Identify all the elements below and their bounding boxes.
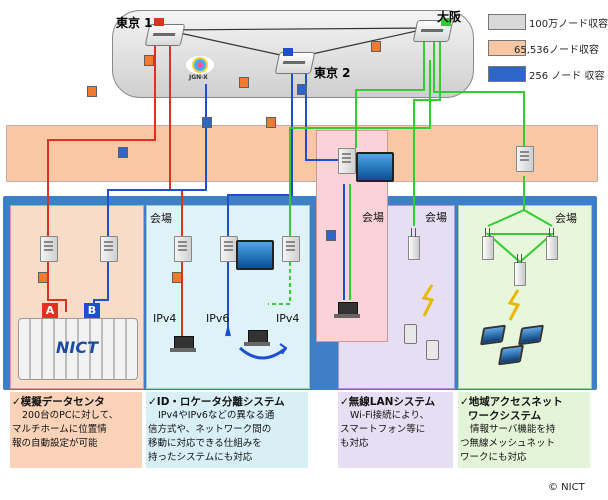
node-65536-2 xyxy=(87,86,97,97)
ap-wlan xyxy=(408,228,420,260)
router-tokyo1-accent xyxy=(154,18,164,26)
node-256-1 xyxy=(202,117,212,128)
legend-swatch-blue xyxy=(488,66,526,82)
caption-line: 信方式や、ネットワーク間の xyxy=(148,424,272,435)
proto-label-ipv4-left: IPv4 xyxy=(153,312,177,325)
laptop-venue-pink xyxy=(334,302,360,322)
server-idloc-green xyxy=(282,236,300,262)
monitor-venue-pink xyxy=(356,152,394,182)
caption-line: マルチホームに位置情 xyxy=(12,424,107,435)
router-tokyo2-accent xyxy=(283,48,293,56)
proto-label-ipv6: IPv6 xyxy=(206,312,230,325)
proto-label-ipv4-right: IPv4 xyxy=(276,312,300,325)
caption-panel-regional xyxy=(458,392,590,468)
venue-label-4: 会場 xyxy=(555,212,577,225)
node-65536-6 xyxy=(38,272,48,283)
caption-panel-idloc xyxy=(146,392,308,468)
caption-line: 持ったシステムにも対応 xyxy=(148,452,253,463)
legend-label-blue: 256 ノード 収容 xyxy=(529,71,605,82)
tag-b: B xyxy=(84,303,100,318)
caption-regional: ✓地域アクセスネット ワークシステム 情報サーバ機能を持 つ無線メッシュネット … xyxy=(460,395,588,465)
caption-idloc: ✓ID・ロケータ分離システム IPv4やIPv6などの異なる通 信方式や、ネット… xyxy=(148,395,306,465)
ap-mesh-left xyxy=(482,228,494,260)
caption-panel-datacenter xyxy=(10,392,142,468)
regional-band xyxy=(6,125,598,182)
venue-label-2: 会場 xyxy=(362,211,384,224)
router-tokyo2[interactable] xyxy=(274,52,316,74)
jgnx-logo-text: JGN-X xyxy=(189,74,208,81)
server-venue-pink xyxy=(338,148,356,174)
label-osaka: 大阪 xyxy=(437,10,462,24)
caption-line: も対応 xyxy=(340,438,369,449)
caption-line: スマートフォン等に xyxy=(340,424,426,435)
copyright: © NICT xyxy=(548,482,585,493)
datacenter-rack-cluster xyxy=(18,318,138,380)
caption-title: ✓ID・ロケータ分離システム xyxy=(148,396,285,408)
legend-swatch-orange xyxy=(488,40,526,56)
legend-swatch-gray xyxy=(488,14,526,30)
caption-line: 情報サーバ機能を持 xyxy=(470,424,556,435)
legend-label-gray: 100万ノード収容 xyxy=(529,19,608,30)
caption-line: 報の自動設定が可能 xyxy=(12,438,98,449)
server-regional xyxy=(516,146,534,172)
tag-a: A xyxy=(42,303,58,318)
ap-mesh-right xyxy=(546,228,558,260)
server-idloc-red xyxy=(174,236,192,262)
node-256-4 xyxy=(326,230,336,241)
node-65536-1 xyxy=(144,55,154,66)
legend-label-orange: 65,536ノード収容 xyxy=(514,45,599,56)
node-65536-4 xyxy=(371,41,381,52)
node-256-3 xyxy=(297,84,307,95)
venue-label-3: 会場 xyxy=(425,211,447,224)
nict-logo: NICT xyxy=(56,338,98,357)
node-65536-7 xyxy=(172,272,182,283)
caption-panel-wlan xyxy=(338,392,453,468)
caption-line: IPv4やIPv6などの異なる通 xyxy=(158,410,275,421)
node-256-2 xyxy=(118,147,128,158)
smartphone-1 xyxy=(404,324,417,344)
server-dc-blue xyxy=(100,236,118,262)
caption-title: ✓無線LANシステム xyxy=(340,396,436,408)
laptop-ipv6 xyxy=(244,330,270,350)
ap-mesh-bottom xyxy=(514,254,526,286)
server-dc-red xyxy=(40,236,58,262)
caption-title: ✓地域アクセスネット xyxy=(460,396,563,408)
caption-title: ✓模擬データセンタ xyxy=(12,396,105,408)
laptop-ipv4-left xyxy=(170,336,196,356)
caption-wlan: ✓無線LANシステム Wi-Fi接続により、 スマートフォン等に も対応 xyxy=(340,395,451,451)
label-tokyo1: 東京 1 xyxy=(116,16,153,30)
node-65536-3 xyxy=(239,77,249,88)
caption-datacenter: ✓模擬データセンタ 200台のPCに対して、 マルチホームに位置情 報の自動設定… xyxy=(12,395,140,451)
smartphone-2 xyxy=(426,340,439,360)
panel-regional-access xyxy=(458,205,592,389)
jgnx-logo-icon xyxy=(186,56,214,74)
caption-line: 移動に対応できる仕組みを xyxy=(148,438,262,449)
caption-line: Wi-Fi接続により、 xyxy=(350,410,430,421)
node-65536-5 xyxy=(266,117,276,128)
router-osaka-accent xyxy=(441,18,451,26)
monitor-idloc xyxy=(236,240,274,270)
label-tokyo2: 東京 2 xyxy=(314,66,351,80)
caption-line: 200台のPCに対して、 xyxy=(22,410,119,421)
caption-line: ワークにも対応 xyxy=(460,452,527,463)
caption-title-cont: ワークシステム xyxy=(468,410,542,422)
venue-label-1: 会場 xyxy=(150,212,172,225)
caption-line: つ無線メッシュネット xyxy=(460,438,556,449)
